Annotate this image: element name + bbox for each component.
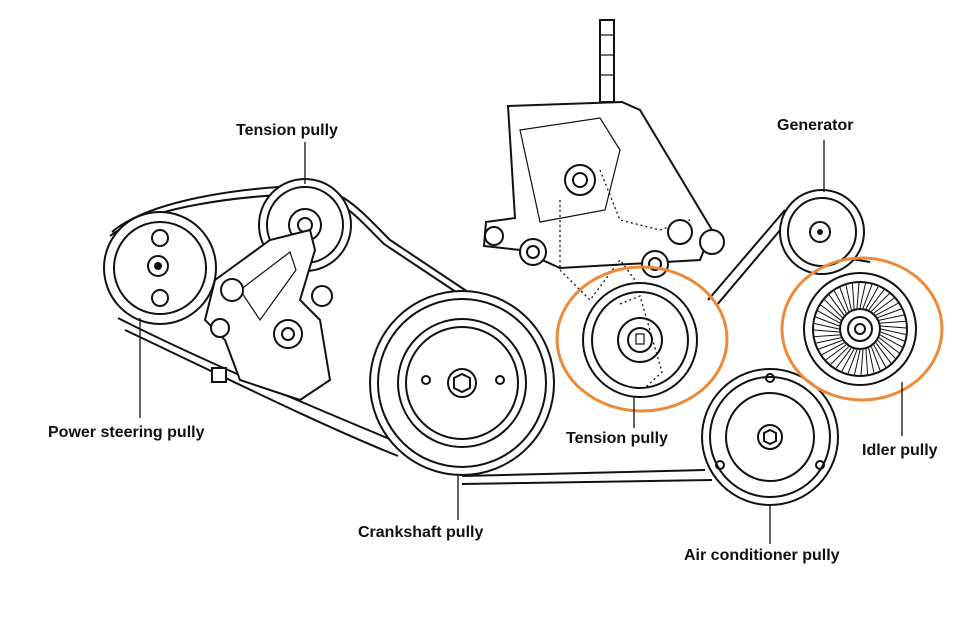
- idler-rib: [816, 337, 842, 344]
- power-steering-pulley: [103, 211, 217, 325]
- idler-rib: [815, 316, 840, 327]
- idler-rib: [880, 325, 907, 329]
- tension-bracket: [203, 228, 333, 402]
- idler-rib: [854, 349, 861, 375]
- generator-pulley: [779, 189, 865, 275]
- idler-rib: [821, 342, 845, 356]
- idler-rib: [841, 348, 855, 372]
- label-power-steering-pully: Power steering pully: [48, 424, 205, 441]
- idler-rib: [879, 334, 903, 348]
- idler-pulley: [803, 272, 917, 386]
- idler-rib: [814, 323, 840, 330]
- idler-rib: [875, 342, 892, 364]
- label-air-conditioner-pully: Air conditioner pully: [684, 547, 840, 564]
- idler-rib: [875, 302, 899, 316]
- idler-rib: [814, 334, 840, 338]
- idler-rib: [818, 339, 843, 350]
- idler-rib: [868, 289, 885, 311]
- idler-rib: [859, 283, 866, 309]
- idler-rib: [878, 337, 900, 354]
- idler-rib: [813, 329, 840, 333]
- label-tension-pully-top: Tension pully: [236, 122, 338, 139]
- idler-rib: [835, 347, 852, 369]
- idler-rib: [865, 286, 879, 310]
- idler-rib: [817, 310, 841, 324]
- idler-rib: [871, 293, 890, 312]
- idler-rib: [820, 304, 842, 321]
- idler-rib: [865, 349, 869, 375]
- idler-rib: [824, 299, 843, 318]
- leader-lines: [139, 140, 903, 544]
- highlight-tension-pulley: [555, 265, 729, 413]
- engine-bracket: [482, 19, 725, 301]
- idler-rib: [877, 308, 902, 319]
- idler-pulley-ribs: [813, 282, 907, 376]
- idler-rib: [877, 340, 896, 359]
- label-generator: Generator: [777, 117, 853, 134]
- idler-rib: [870, 346, 881, 371]
- idler-rib: [873, 297, 895, 314]
- idler-rib: [825, 344, 847, 361]
- idler-rib: [878, 314, 904, 321]
- crankshaft-pulley: [369, 290, 555, 476]
- label-crankshaft-pully: Crankshaft pully: [358, 524, 483, 541]
- label-idler-pully: Idler pully: [862, 442, 938, 459]
- idler-rib: [830, 346, 849, 365]
- idler-rib: [880, 331, 905, 342]
- tension-pulley-bottom: [582, 282, 698, 398]
- idler-rib: [839, 287, 850, 312]
- idler-rib: [851, 283, 855, 309]
- idler-rib: [845, 285, 852, 311]
- idler-rib: [880, 320, 906, 324]
- highlight-idler-pulley: [780, 256, 944, 402]
- idler-rib: [862, 284, 873, 309]
- idler-rib: [847, 349, 858, 374]
- idler-rib: [868, 347, 875, 373]
- label-tension-pully-bottom: Tension pully: [566, 430, 668, 447]
- idler-rib: [880, 328, 906, 335]
- idler-rib: [856, 282, 860, 309]
- idler-rib: [833, 290, 847, 314]
- idler-rib: [873, 344, 887, 368]
- idler-rib: [860, 349, 864, 376]
- idler-rib: [828, 294, 845, 316]
- air-conditioner-pulley: [701, 368, 839, 506]
